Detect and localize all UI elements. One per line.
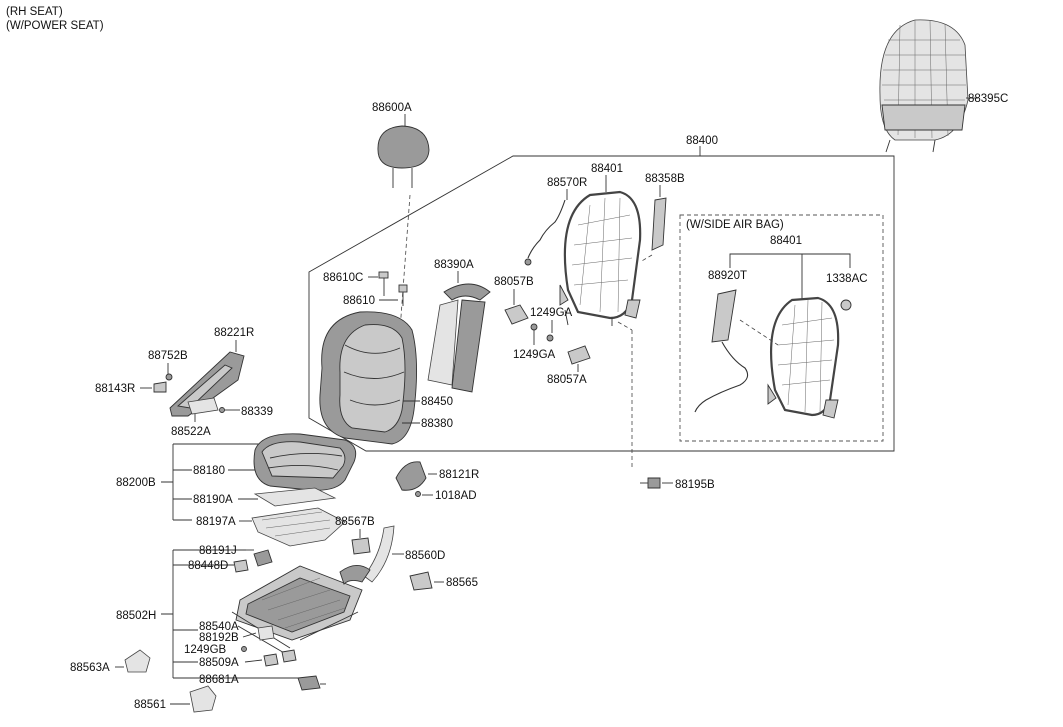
label-1249GA-b: 1249GA: [513, 349, 556, 361]
label-88143R: 88143R: [95, 383, 135, 395]
label-88563A: 88563A: [70, 662, 110, 674]
module-icon: [257, 625, 275, 641]
trim-strip-icon: [363, 525, 395, 583]
connector-icon: [233, 559, 249, 573]
side-cover-icon: [169, 351, 245, 417]
knob-icon: [153, 381, 167, 393]
seat-back-cover-icon: [879, 19, 969, 153]
label-88197A: 88197A: [196, 516, 236, 528]
label-1338AC: 1338AC: [826, 273, 868, 285]
label-88540A: 88540A: [199, 621, 239, 633]
nut-icon: [840, 299, 852, 311]
label-1249GB: 1249GB: [184, 644, 227, 656]
bracket-icon: [567, 345, 591, 365]
side-airbag-title: (W/SIDE AIR BAG): [686, 219, 784, 231]
label-88401: 88401: [591, 163, 623, 175]
label-88567B: 88567B: [335, 516, 375, 528]
assembly-88400-outline: [308, 155, 895, 452]
label-88121R: 88121R: [439, 469, 479, 481]
heater-pad-icon: [253, 487, 337, 507]
bolt-icon: [640, 477, 661, 489]
bolt-icon: [398, 284, 408, 306]
bracket-icon: [409, 571, 433, 591]
label-88752B: 88752B: [148, 350, 188, 362]
label-1249GA-a: 1249GA: [530, 307, 573, 319]
label-88522A: 88522A: [171, 426, 211, 438]
label-88450: 88450: [421, 396, 453, 408]
label-88339: 88339: [241, 406, 273, 418]
bracket-icon: [504, 304, 529, 325]
label-88570R: 88570R: [547, 177, 587, 189]
seat-back-pad-icon: [427, 283, 491, 393]
header-power-seat: (W/POWER SEAT): [6, 20, 104, 32]
switch-icon: [187, 397, 219, 415]
connector-icon: [297, 675, 326, 691]
clip-icon: [263, 653, 279, 667]
side-airbag-box: [679, 214, 884, 442]
label-88502H: 88502H: [116, 610, 156, 622]
label-88400: 88400: [686, 135, 718, 147]
label-88920T: 88920T: [708, 270, 747, 282]
label-88610: 88610: [343, 295, 375, 307]
seat-track-icon: [231, 565, 363, 655]
label-88401-airbag: 88401: [770, 235, 802, 247]
bracket-icon: [281, 649, 297, 663]
label-88600A: 88600A: [372, 102, 412, 114]
seat-cushion-icon: [253, 433, 357, 491]
side-trim-icon: [651, 197, 667, 251]
label-88221R: 88221R: [214, 327, 254, 339]
label-88395C: 88395C: [968, 93, 1008, 105]
label-88380: 88380: [421, 418, 453, 430]
label-1018AD: 1018AD: [435, 490, 477, 502]
label-88390A: 88390A: [434, 259, 474, 271]
header-rh-seat: (RH SEAT): [6, 6, 63, 18]
seat-back-frame-airbag-icon: [767, 296, 840, 419]
cover-icon: [395, 461, 427, 491]
label-88358B: 88358B: [645, 173, 685, 185]
label-88560D: 88560D: [405, 550, 445, 562]
cover-icon: [124, 649, 151, 673]
label-88191J: 88191J: [199, 545, 237, 557]
label-88190A: 88190A: [193, 494, 233, 506]
label-88180: 88180: [193, 465, 225, 477]
adjuster-icon: [339, 565, 371, 585]
seat-back-frame-icon: [559, 190, 642, 326]
label-88509A: 88509A: [199, 657, 239, 669]
label-88448D: 88448D: [188, 560, 228, 572]
wire-harness-icon: [527, 199, 566, 259]
label-88610C: 88610C: [323, 272, 363, 284]
label-88200B: 88200B: [116, 477, 156, 489]
bolt-icon: [378, 271, 389, 296]
cushion-mat-icon: [251, 507, 346, 547]
label-88565: 88565: [446, 577, 478, 589]
airbag-wire-icon: [694, 341, 749, 413]
motor-icon: [253, 549, 273, 567]
bracket-icon: [351, 537, 371, 555]
label-88681A: 88681A: [199, 674, 239, 686]
airbag-module-icon: [711, 289, 737, 343]
headrest-icon: [377, 125, 430, 188]
label-88057B: 88057B: [494, 276, 534, 288]
cover-icon: [189, 685, 217, 713]
seat-back-cushion-icon: [319, 311, 418, 445]
label-88195B: 88195B: [675, 479, 715, 491]
label-88057A: 88057A: [547, 374, 587, 386]
label-88561: 88561: [134, 699, 166, 711]
label-88192B: 88192B: [199, 632, 239, 644]
